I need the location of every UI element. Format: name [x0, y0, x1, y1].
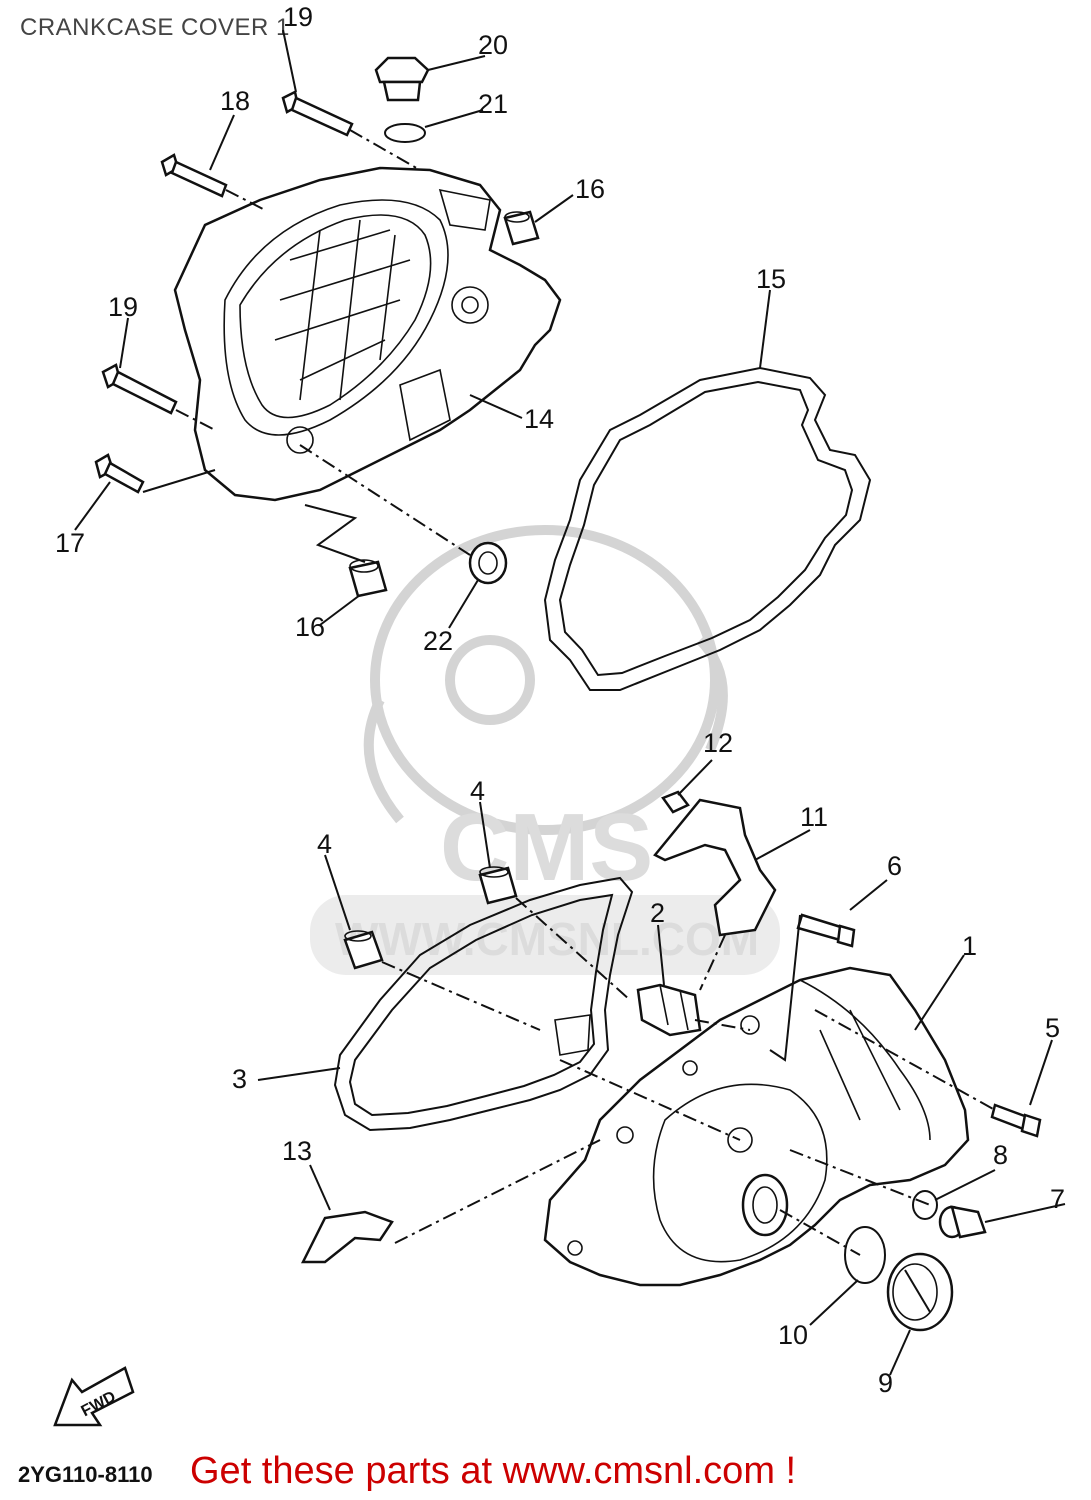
callout-6: 6 [887, 851, 902, 881]
part-4-dowel-upper [478, 866, 518, 905]
callout-16-bottom: 16 [295, 612, 325, 642]
callout-10: 10 [778, 1320, 808, 1350]
callout-19-left: 19 [108, 292, 138, 322]
part-21-o-ring [384, 123, 426, 143]
callout-17: 17 [55, 528, 85, 558]
callout-8: 8 [993, 1140, 1008, 1170]
callout-4-left: 4 [317, 829, 332, 859]
callout-12: 12 [703, 728, 733, 758]
part-4-dowel-left [343, 930, 384, 970]
page-title: CRANKCASE COVER 1 [20, 14, 290, 41]
callout-7: 7 [1050, 1184, 1065, 1214]
part-5-bolt [990, 1103, 1042, 1138]
callout-11: 11 [800, 802, 828, 832]
callout-19-top: 19 [283, 2, 313, 32]
promo-link[interactable]: Get these parts at www.cmsnl.com ! [190, 1450, 797, 1492]
callout-9: 9 [878, 1368, 893, 1398]
part-18-bolt [160, 153, 228, 198]
part-16-dowel-bottom [348, 559, 388, 598]
callout-16-top: 16 [575, 174, 605, 204]
part-3-gasket-inner [554, 1014, 591, 1056]
part-10-o-ring [844, 1226, 886, 1284]
watermark-logo: CMS WWW.CMSNL.COM [310, 525, 780, 975]
part-8-o-ring [912, 1190, 938, 1220]
part-14-crankcase-cover-left [173, 166, 562, 502]
part-17-bolt [94, 453, 145, 494]
watermark-url: WWW.CMSNL.COM [335, 913, 759, 965]
part-7-plug [938, 1205, 987, 1239]
callout-21: 21 [478, 89, 508, 119]
part-12-screw [661, 790, 690, 814]
callout-labels: 19 20 21 18 16 15 19 14 17 16 22 12 4 11… [55, 2, 1065, 1398]
callout-4-upper: 4 [470, 776, 485, 806]
part-15-gasket [543, 366, 872, 691]
diagram-reference-code: 2YG110-8110 [18, 1462, 153, 1487]
watermark-brand: CMS [440, 794, 653, 901]
part-6-bolt [796, 913, 856, 948]
part-9-cap [886, 1252, 954, 1332]
part-22-oil-seal [468, 541, 508, 585]
part-2-sensor [636, 983, 702, 1037]
callout-1: 1 [962, 931, 977, 961]
callout-18: 18 [220, 86, 250, 116]
fwd-arrow-icon: FWD [53, 1366, 135, 1427]
part-3-gasket [333, 876, 634, 1132]
part-20-oil-filler-cap [374, 56, 430, 102]
part-13-clip [300, 1210, 394, 1264]
callout-22: 22 [423, 626, 453, 656]
callout-3: 3 [232, 1064, 247, 1094]
callout-20: 20 [478, 30, 508, 60]
callout-5: 5 [1045, 1013, 1060, 1043]
part-11-bracket [653, 798, 777, 937]
callout-2: 2 [650, 898, 665, 928]
part-1-crankcase-cover-right [543, 966, 970, 1287]
upper-leader-lines [74, 29, 771, 629]
lower-leader-lines [257, 759, 1066, 1376]
callout-13: 13 [282, 1136, 312, 1166]
part-19-bolt-top [281, 90, 354, 137]
part-16-dowel-top [503, 210, 540, 246]
callout-14: 14 [524, 404, 554, 434]
callout-15: 15 [756, 264, 786, 294]
part-19-bolt-left [101, 363, 178, 415]
